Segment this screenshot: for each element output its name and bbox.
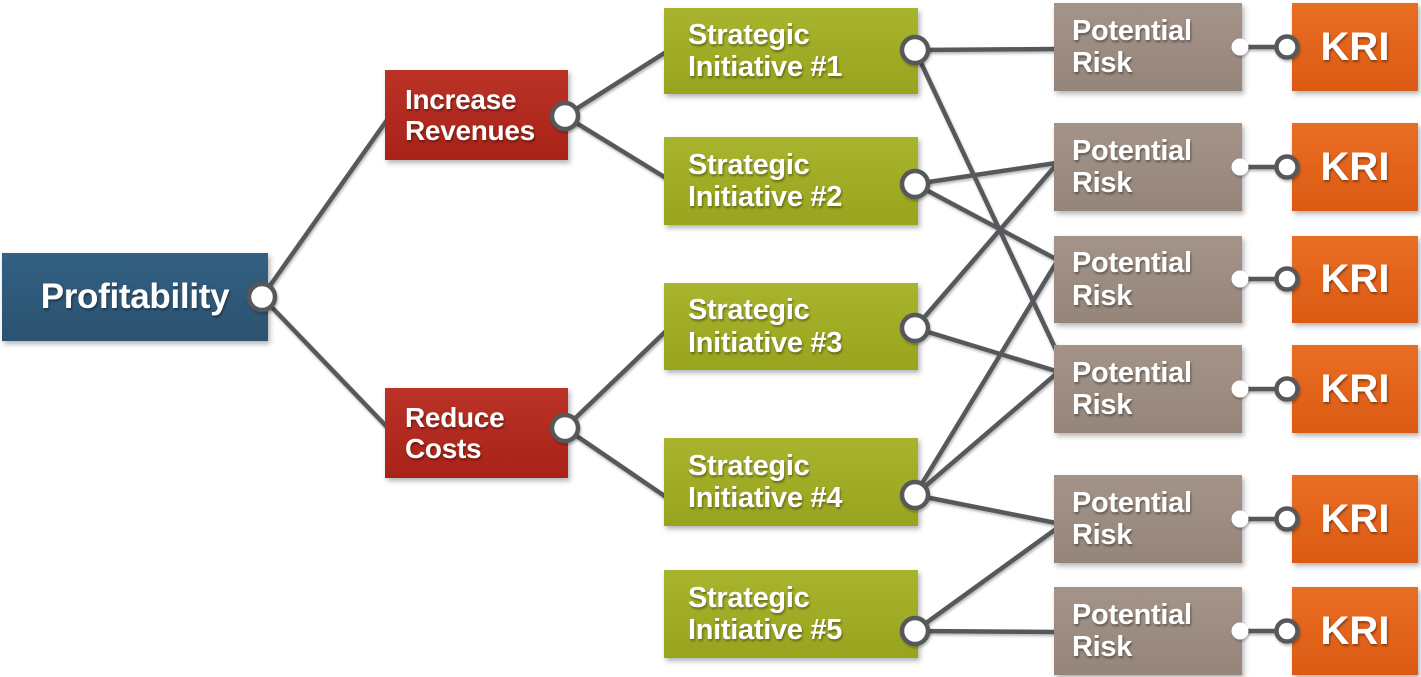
node-label: KRI xyxy=(1320,608,1390,653)
edge-si4-pr3 xyxy=(913,261,1058,497)
node-kri-2: KRI xyxy=(1292,123,1418,211)
node-label: Potential Risk xyxy=(1072,14,1192,79)
node-strategic-initiative-5: Strategic Initiative #5 xyxy=(664,570,918,658)
edge-reduce_costs-si3 xyxy=(563,329,668,430)
edge-reduce_costs-si4 xyxy=(563,426,668,499)
edge-increase_revenues-si2 xyxy=(563,114,668,180)
node-kri-3: KRI xyxy=(1292,236,1418,323)
node-kri-1: KRI xyxy=(1292,3,1418,91)
node-potential-risk-3: Potential Risk xyxy=(1054,236,1242,323)
edge-si4-pr4 xyxy=(913,372,1058,497)
node-strategic-initiative-1: Strategic Initiative #1 xyxy=(664,8,918,94)
edge-profitability-increase_revenues xyxy=(260,118,389,299)
node-increase-revenues: Increase Revenues xyxy=(385,70,568,160)
node-strategic-initiative-2: Strategic Initiative #2 xyxy=(664,137,918,225)
node-label: Strategic Initiative #1 xyxy=(688,18,843,83)
node-label: Potential Risk xyxy=(1072,486,1192,551)
node-label: Potential Risk xyxy=(1072,247,1192,312)
node-label: Increase Revenues xyxy=(405,83,535,146)
edge-si3-pr4 xyxy=(914,325,1057,374)
node-label: Strategic Initiative #3 xyxy=(688,294,843,359)
node-label: KRI xyxy=(1320,257,1390,301)
node-potential-risk-6: Potential Risk xyxy=(1054,587,1242,675)
edge-si4-pr5 xyxy=(914,492,1057,526)
node-label: Potential Risk xyxy=(1072,356,1192,421)
node-label: KRI xyxy=(1320,24,1390,69)
node-profitability: Profitability xyxy=(2,253,268,341)
node-potential-risk-1: Potential Risk xyxy=(1054,3,1242,91)
node-label: Profitability xyxy=(40,277,230,316)
node-label: Strategic Initiative #5 xyxy=(688,581,843,646)
node-label: KRI xyxy=(1320,144,1390,189)
edge-profitability-reduce_costs xyxy=(260,295,389,429)
node-kri-5: KRI xyxy=(1292,475,1418,563)
node-label: Potential Risk xyxy=(1072,598,1192,663)
edge-si2-pr3 xyxy=(913,182,1058,261)
node-kri-6: KRI xyxy=(1292,587,1418,675)
node-label: Strategic Initiative #4 xyxy=(688,449,843,514)
node-potential-risk-5: Potential Risk xyxy=(1054,475,1242,563)
node-label: KRI xyxy=(1320,366,1390,411)
node-kri-4: KRI xyxy=(1292,345,1418,433)
node-label: Potential Risk xyxy=(1072,134,1192,199)
node-strategic-initiative-3: Strategic Initiative #3 xyxy=(664,283,918,370)
edge-si5-pr6 xyxy=(914,628,1057,635)
node-potential-risk-2: Potential Risk xyxy=(1054,123,1242,211)
edge-si5-pr5 xyxy=(913,527,1058,633)
node-strategic-initiative-4: Strategic Initiative #4 xyxy=(664,438,918,526)
edge-increase_revenues-si1 xyxy=(563,50,668,118)
node-label: KRI xyxy=(1320,496,1390,541)
edge-si3-pr2 xyxy=(913,163,1058,330)
node-reduce-costs: Reduce Costs xyxy=(385,388,568,478)
edge-si2-pr2 xyxy=(914,160,1057,187)
node-label: Strategic Initiative #2 xyxy=(688,148,843,213)
node-label: Reduce Costs xyxy=(405,401,505,464)
edge-si1-pr1 xyxy=(914,46,1057,53)
node-potential-risk-4: Potential Risk xyxy=(1054,345,1242,433)
